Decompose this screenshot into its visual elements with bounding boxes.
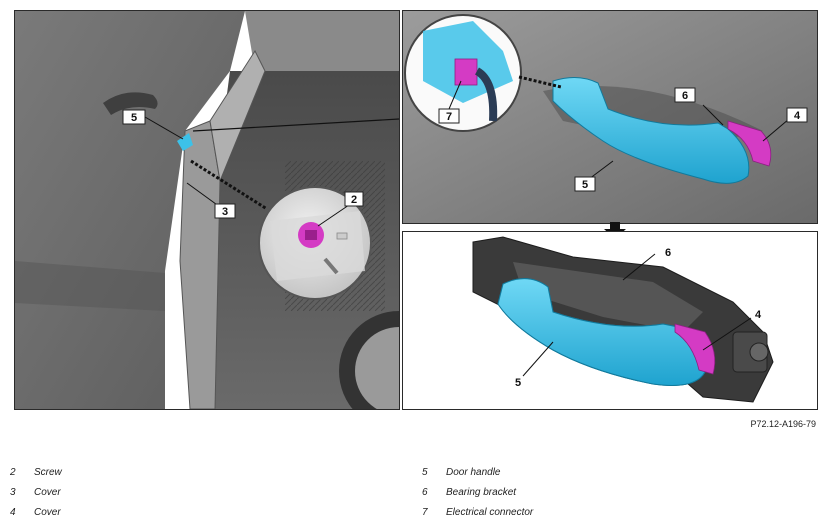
callout-7: 7 [446,111,452,123]
legend-number: 7 [422,507,428,518]
legend-item: 4 Cover [10,503,62,523]
callout-box-2 [344,191,364,207]
legend-text: Cover [34,487,61,498]
callout-box-5-top [574,176,596,192]
legend-text: Electrical connector [446,507,534,518]
legend-number: 2 [10,467,16,478]
legend-item: 5 Door handle [422,463,533,483]
diagram-panel-door-overview: 5 3 2 [14,10,400,410]
legend-text: Door handle [446,467,501,478]
handle-removed-illustration: 6 4 5 [403,232,817,409]
cover-4-removed [674,323,716,375]
legend-item: 2 Screw [10,463,62,483]
callout-box-6-top [674,87,696,103]
legend-right: 5 Door handle 6 Bearing bracket 7 Electr… [422,463,533,523]
legend-number: 3 [10,487,16,498]
callout-box-4-top [786,107,808,123]
callout-box-3 [214,203,236,219]
callout-6-bottom: 6 [665,247,671,259]
car-body-side [15,11,245,409]
reference-code: P72.12-A196-79 [750,419,816,429]
legend-item: 7 Electrical connector [422,503,533,523]
legend-item: 6 Bearing bracket [422,483,533,503]
door-overview-illustration: 5 3 2 [15,11,399,409]
callout-5: 5 [131,112,137,124]
electrical-connector [454,58,478,86]
legend-number: 4 [10,507,16,518]
body-door-handle [103,92,158,115]
callout-box-5 [122,109,146,125]
legend-text: Bearing bracket [446,487,517,498]
legend-number: 6 [422,487,428,498]
callout-4-top: 4 [794,110,801,122]
legend-text: Screw [34,467,62,478]
legend-number: 5 [422,467,428,478]
legend-item: 3 Cover [10,483,62,503]
callout-box-7 [438,108,460,124]
door-handle [552,77,750,184]
handle-installed-illustration: 7 5 6 4 [403,11,817,223]
callout-4-bottom: 4 [755,309,762,321]
legend-text: Cover [34,507,61,518]
door-handle-end [177,133,193,151]
callout-5-bottom: 5 [515,377,521,389]
callout-6-top: 6 [682,90,688,102]
callout-3: 3 [222,206,228,218]
callout-2: 2 [351,194,357,206]
diagram-panel-handle-installed: 7 5 6 4 [402,10,818,224]
legend-left: 2 Screw 3 Cover 4 Cover [10,463,62,523]
callout-5-top: 5 [582,179,588,191]
diagram-panel-handle-removed: 6 4 5 [402,231,818,410]
